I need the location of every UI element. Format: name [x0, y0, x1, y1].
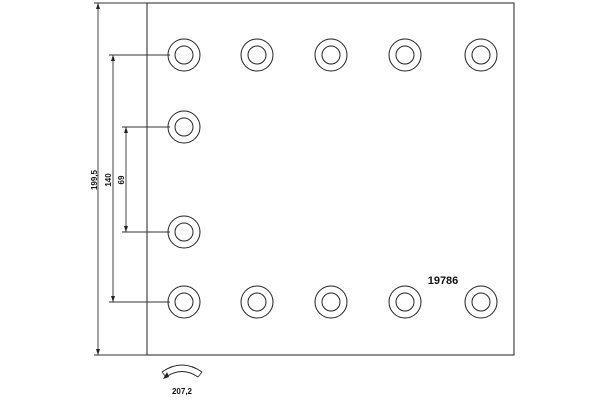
- hole-top-5: [464, 38, 498, 72]
- outer-hole-spacing-dimension: 140: [104, 54, 170, 303]
- hole-top-2: [240, 38, 274, 72]
- hole-bottom-2: [240, 285, 274, 319]
- hole-bore: [174, 222, 194, 242]
- hole-counterbore: [464, 285, 498, 319]
- hole-bottom-4: [388, 285, 422, 319]
- hole-bottom-3: [314, 285, 348, 319]
- hole-counterbore: [314, 38, 348, 72]
- hole-counterbore: [240, 38, 274, 72]
- hole-counterbore: [167, 110, 201, 144]
- hole-bore: [174, 45, 194, 65]
- hole-top-1: [167, 38, 201, 72]
- inner-hole-spacing-label: 69: [117, 175, 126, 184]
- hole-counterbore: [314, 285, 348, 319]
- hole-counterbore: [167, 215, 201, 249]
- hole-bore: [321, 45, 341, 65]
- outer-hole-spacing-label: 140: [104, 173, 113, 187]
- hole-bore: [395, 45, 415, 65]
- hole-counterbore: [464, 38, 498, 72]
- hole-bottom-5: [464, 285, 498, 319]
- hole-bore: [471, 292, 491, 312]
- hole-bottom-1: [167, 285, 201, 319]
- hole-bore: [247, 292, 267, 312]
- hole-bore: [247, 45, 267, 65]
- hole-bore: [174, 117, 194, 137]
- hole-bore: [321, 292, 341, 312]
- lining-plate-outline: [146, 2, 515, 356]
- hole-bore: [471, 45, 491, 65]
- hole-counterbore: [388, 38, 422, 72]
- arc-length-label: 207,2: [172, 387, 193, 396]
- hole-counterbore: [388, 285, 422, 319]
- hole-top-3: [314, 38, 348, 72]
- overall-height-dimension: 199,5: [90, 2, 147, 356]
- overall-height-label: 199,5: [90, 169, 99, 190]
- hole-bore: [174, 292, 194, 312]
- hole-left-middle-2: [167, 215, 201, 249]
- arc-length-dimension: 207,2: [161, 364, 203, 396]
- part-number: 19786: [428, 275, 459, 287]
- hole-bore: [395, 292, 415, 312]
- inner-hole-spacing-dimension: 69: [117, 126, 170, 233]
- hole-counterbore: [167, 38, 201, 72]
- hole-left-middle-1: [167, 110, 201, 144]
- hole-top-4: [388, 38, 422, 72]
- hole-counterbore: [240, 285, 274, 319]
- hole-counterbore: [167, 285, 201, 319]
